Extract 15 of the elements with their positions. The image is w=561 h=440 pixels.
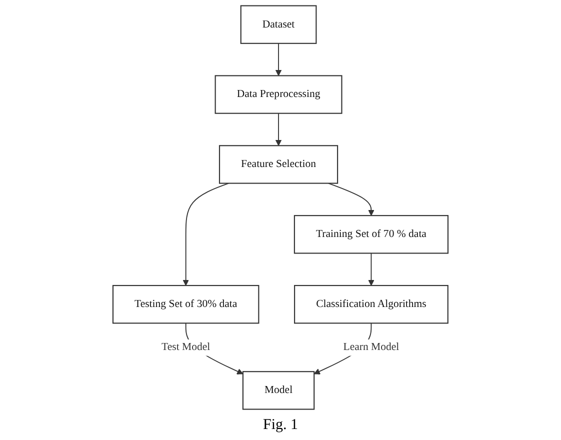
- arrow: [182, 182, 230, 286]
- node-box: Testing Set of 30% data: [112, 284, 260, 324]
- edge-label: Test Model: [162, 341, 210, 353]
- edge-label: Learn Model: [343, 341, 400, 353]
- node-box: Dataset: [240, 5, 317, 44]
- node-box: Model: [242, 371, 315, 410]
- arrow: [275, 112, 282, 146]
- node-box: Classification Algorithms: [294, 284, 448, 324]
- arrow: [275, 42, 282, 76]
- node-box: Training Set of 70 % data: [294, 215, 449, 254]
- node-box: Data Preprocessing: [214, 75, 342, 114]
- figure-caption: Fig. 1: [262, 416, 298, 435]
- node-box: Feature Selection: [218, 145, 338, 184]
- arrow: [368, 252, 374, 286]
- arrow: [328, 182, 374, 216]
